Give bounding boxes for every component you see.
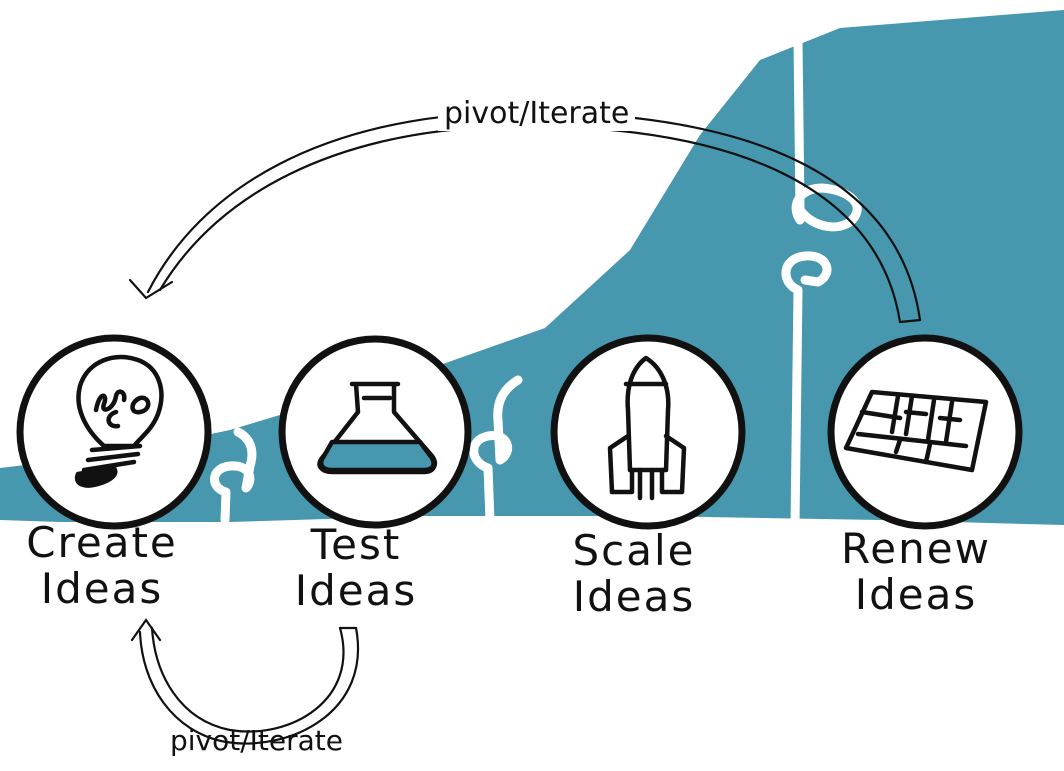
- stage-label-scale-line2: Ideas: [572, 572, 696, 621]
- stage-label-test-line2: Ideas: [294, 566, 418, 615]
- stage-label-renew-line1: Renew: [841, 524, 991, 573]
- stage-circle-test: [278, 335, 472, 529]
- floor-plan-icon: [843, 389, 989, 473]
- lightbulb-icon: [74, 354, 164, 488]
- stage-label-renew: Renew Ideas: [796, 526, 1036, 618]
- puzzle-curve: [0, 10, 1064, 530]
- bottom-loop-label: pivot/Iterate: [170, 724, 344, 757]
- stage-label-renew-line2: Ideas: [854, 570, 978, 619]
- stage-circle-scale: [550, 334, 746, 530]
- stage-circle-create: [16, 334, 212, 530]
- puzzle-seam-2: [469, 375, 523, 525]
- bottom-loop-arrow: [130, 618, 359, 745]
- top-loop-label: pivot/Iterate: [438, 96, 636, 131]
- bottom-loop-arrowhead: [130, 618, 162, 642]
- top-loop-arrowhead: [128, 278, 174, 300]
- stage-circle-renew: [827, 334, 1023, 530]
- stage-label-scale-line1: Scale: [572, 526, 696, 575]
- stage-label-create-line2: Ideas: [40, 564, 164, 613]
- stage-label-create-line1: Create: [26, 518, 178, 567]
- stage-label-create: Create Ideas: [0, 520, 222, 612]
- puzzle-seam-3: [781, 35, 862, 530]
- flask-icon: [317, 381, 437, 475]
- stage-label-test-line1: Test: [310, 520, 402, 569]
- stage-label-test: Test Ideas: [236, 522, 476, 614]
- puzzle-seam-1: [210, 427, 257, 525]
- stage-label-scale: Scale Ideas: [514, 528, 754, 620]
- rocket-icon: [607, 355, 687, 501]
